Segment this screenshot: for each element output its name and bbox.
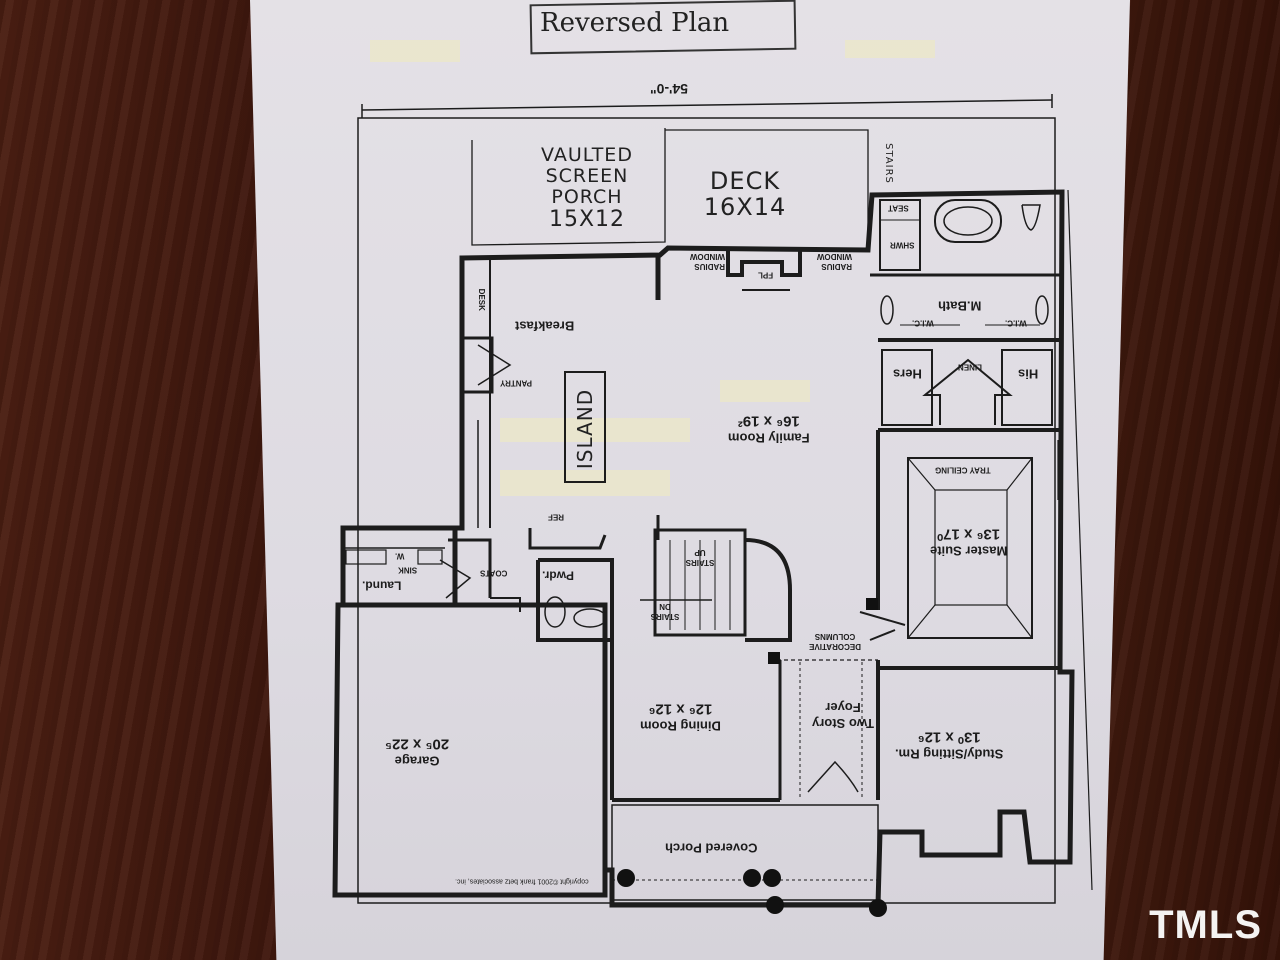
page-title: Reversed Plan — [540, 8, 730, 38]
island-label: ISLAND — [573, 388, 598, 470]
stairs-note: STAIRS — [882, 143, 894, 184]
tray-ceiling: TRAY CEILING — [935, 465, 991, 475]
deck-line-1: DECK — [709, 167, 781, 195]
room-powder: Pwdr. — [542, 568, 575, 583]
tmls-watermark: TMLS — [1149, 903, 1262, 947]
screen-porch-line-1: VAULTED — [541, 144, 633, 166]
tape-strip — [845, 40, 935, 58]
family-name: Family Room — [728, 430, 810, 446]
wic-left: W.I.C. — [912, 318, 934, 328]
screen-porch-line-2: SCREEN — [545, 164, 629, 187]
laundry-sink: SINK — [398, 565, 418, 575]
dining-name: Dining Room — [640, 718, 721, 734]
radius-window-right: RADIUS WINDOW — [816, 252, 852, 272]
copyright-note: copyright ©2001 frank betz associates, i… — [455, 877, 589, 885]
deck-line-2: 16X14 — [703, 193, 787, 222]
covered-porch: Covered Porch — [665, 840, 758, 856]
tape-strip — [500, 418, 690, 442]
wic-right: W.I.C. — [1005, 318, 1027, 328]
refrigerator: REF — [548, 512, 564, 522]
stairs-up: STAIRS UP — [685, 548, 715, 568]
room-dining: Dining Room 12⁶ x 12⁶ — [640, 700, 721, 734]
closet-hers: Hers — [893, 366, 922, 382]
room-master-suite: Master Suite 13⁶ x 17⁰ — [930, 525, 1007, 559]
decorative-columns: DECORATIVE COLUMNS — [809, 632, 861, 652]
pantry: PANTRY — [500, 378, 532, 388]
overall-width-dimension: 54'-0" — [650, 80, 688, 97]
room-breakfast: Breakfast — [515, 318, 575, 334]
study-name: Study/Sitting Rm. — [895, 746, 1004, 762]
fireplace: FPL — [758, 270, 774, 280]
room-master-bath: M.Bath — [938, 298, 982, 314]
garage-name: Garage — [394, 753, 440, 769]
closet-his: His — [1018, 366, 1039, 382]
garage-size: 20⁵ x 22⁵ — [385, 736, 450, 753]
family-size: 16⁶ x 19² — [737, 413, 800, 430]
stairs-down: STAIRS DN — [650, 602, 680, 622]
screen-porch-line-4: 15X12 — [548, 206, 626, 232]
screen-porch-line-3: PORCH — [551, 185, 623, 208]
tape-strip — [720, 380, 810, 402]
screen-porch-label: VAULTED SCREEN PORCH 15X12 — [527, 145, 647, 232]
room-foyer: Two Story Foyer — [812, 700, 874, 732]
desk: DESK — [476, 288, 486, 311]
washer: W. — [395, 551, 405, 561]
room-garage: Garage 20⁵ x 22⁵ — [385, 735, 449, 769]
deck-label: DECK 16X14 — [700, 168, 790, 221]
master-name: Master Suite — [930, 543, 1008, 559]
room-family: Family Room 16⁶ x 19² — [728, 412, 810, 446]
coats-closet: COATS — [480, 568, 508, 578]
radius-window-left: RADIUS WINDOW — [689, 252, 725, 272]
bench-seat: SEAT — [888, 203, 909, 213]
dining-size: 12⁶ x 12⁶ — [648, 701, 713, 718]
shower: SHWR — [890, 240, 915, 250]
room-study: Study/Sitting Rm. 13⁰ x 12⁶ — [895, 728, 1003, 762]
study-size: 13⁰ x 12⁶ — [917, 729, 981, 746]
linen-closet: LINEN — [958, 362, 982, 372]
room-laundry: Laund. — [362, 578, 402, 593]
tape-strip — [370, 40, 460, 62]
master-size: 13⁶ x 17⁰ — [937, 526, 1001, 543]
